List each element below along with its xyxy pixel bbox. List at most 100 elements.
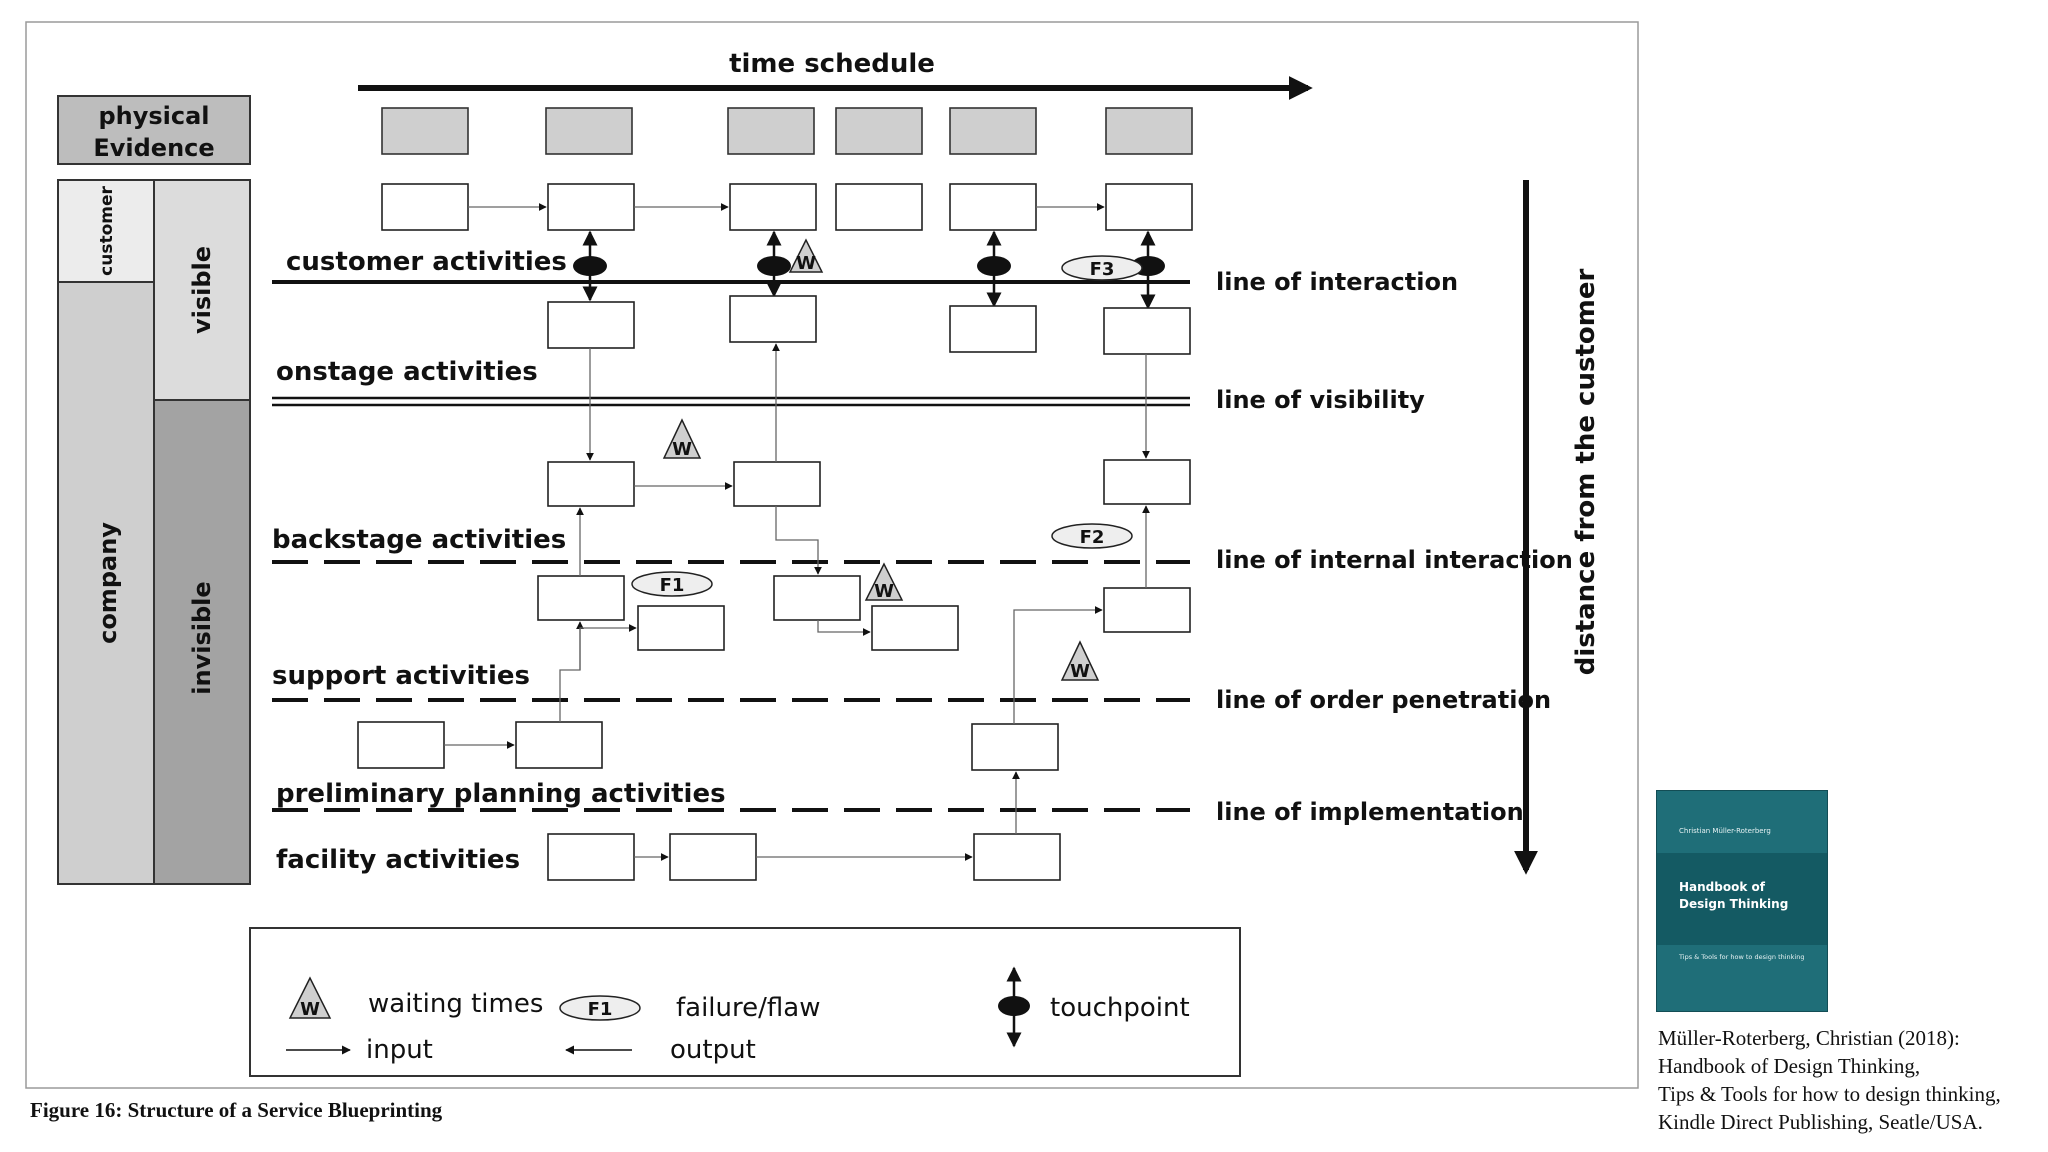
physical-evidence-box <box>57 95 251 165</box>
svg-text:W: W <box>796 253 816 274</box>
physical-evidence-label-1: physical <box>98 102 209 130</box>
distance-label: distance from the customer <box>1571 269 1601 676</box>
svg-text:F3: F3 <box>1090 259 1115 280</box>
line-of-interaction-label: line of interaction <box>1216 268 1458 296</box>
book-title: Handbook of Design Thinking <box>1679 879 1819 913</box>
waiting-time-marker: W <box>662 418 702 460</box>
evidence-box <box>949 107 1037 155</box>
svg-text:F2: F2 <box>1080 527 1105 548</box>
support-activity-box <box>1103 587 1191 633</box>
evidence-box <box>1105 107 1193 155</box>
customer-activity-box <box>835 183 923 231</box>
customer-activity-box <box>949 183 1037 231</box>
flow-arrow <box>817 620 871 636</box>
onstage-activities-label: onstage activities <box>276 357 538 387</box>
customer-activities-label: customer activities <box>286 247 567 277</box>
svg-text:W: W <box>300 999 320 1020</box>
touchpoint <box>573 230 607 302</box>
support-activity-box <box>871 605 959 651</box>
touchpoint <box>757 230 791 298</box>
physical-evidence-label-2: Evidence <box>93 134 214 162</box>
waiting-time-marker: W <box>864 562 904 602</box>
reference-line: Tips & Tools for how to design thinking, <box>1658 1082 2001 1106</box>
preliminary-activities-label: preliminary planning activities <box>276 779 726 809</box>
backstage-activities-label: backstage activities <box>272 525 566 555</box>
evidence-box <box>727 107 815 155</box>
evidence-box <box>835 107 923 155</box>
legend-waiting-icon: W <box>288 976 332 1020</box>
flow-arrow <box>775 506 822 575</box>
svg-text:W: W <box>672 439 692 460</box>
evidence-box <box>545 107 633 155</box>
onstage-activity-box <box>949 305 1037 353</box>
backstage-activity-box <box>1103 459 1191 505</box>
book-subtitle: Tips & Tools for how to design thinking <box>1679 953 1805 961</box>
planning-activity-box <box>515 721 603 769</box>
svg-text:W: W <box>1070 661 1090 682</box>
facility-activities-label: facility activities <box>276 845 520 875</box>
invisible-side-label: invisible <box>188 581 216 694</box>
onstage-activity-box <box>729 295 817 343</box>
evidence-box <box>381 107 469 155</box>
legend-input-label: input <box>366 1035 433 1065</box>
flow-arrow <box>1013 606 1103 724</box>
onstage-activity-box <box>1103 307 1191 355</box>
facility-activity-box <box>669 833 757 881</box>
failure-marker: F1 <box>631 571 713 597</box>
flow-arrow <box>579 624 637 670</box>
legend-touchpoint-label: touchpoint <box>1050 993 1190 1023</box>
invisible-panel <box>153 399 251 885</box>
waiting-time-marker: W <box>1060 640 1100 682</box>
backstage-activity-box <box>733 461 821 507</box>
customer-side-label: customer <box>97 186 117 276</box>
planning-activity-box <box>971 723 1059 771</box>
facility-activity-box <box>547 833 635 881</box>
book-cover-band <box>1657 853 1827 945</box>
customer-activity-box <box>547 183 635 231</box>
line-of-order-penetration-label: line of order penetration <box>1216 686 1551 714</box>
support-activities-label: support activities <box>272 661 530 691</box>
line-of-internal-interaction-label: line of internal interaction <box>1216 546 1573 574</box>
visible-panel <box>153 179 251 401</box>
legend-touchpoint-icon <box>998 966 1030 1048</box>
figure-caption: Figure 16: Structure of a Service Bluepr… <box>30 1098 443 1122</box>
customer-panel <box>57 179 155 283</box>
legend-failure-icon: F1 <box>559 995 641 1021</box>
backstage-activity-box <box>547 461 635 507</box>
legend-box <box>249 927 1241 1077</box>
svg-text:F1: F1 <box>660 575 685 596</box>
time-schedule-label: time schedule <box>729 49 935 79</box>
legend-output-label: output <box>670 1035 756 1065</box>
diagram-frame <box>25 21 1639 1089</box>
svg-text:W: W <box>874 581 894 602</box>
book-title-line: Design Thinking <box>1679 897 1789 911</box>
book-title-line: Handbook of <box>1679 880 1765 894</box>
line-of-visibility-label: line of visibility <box>1216 386 1425 414</box>
failure-marker: F3 <box>1061 255 1143 281</box>
reference-line: Müller-Roterberg, Christian (2018): <box>1658 1026 1960 1050</box>
line-of-implementation-label: line of implementation <box>1216 798 1524 826</box>
waiting-time-marker: W <box>788 238 824 274</box>
svg-text:F1: F1 <box>588 999 613 1020</box>
visible-side-label: visible <box>188 246 216 334</box>
company-panel <box>57 281 155 885</box>
reference-text: Müller-Roterberg, Christian (2018): Hand… <box>1658 1024 2048 1136</box>
book-author: Christian Müller-Roterberg <box>1679 827 1771 835</box>
legend-failure-label: failure/flaw <box>676 993 820 1023</box>
facility-activity-box <box>973 833 1061 881</box>
company-side-label: company <box>94 522 122 644</box>
support-activity-box <box>637 605 725 651</box>
legend-waiting-label: waiting times <box>368 989 543 1019</box>
touchpoint <box>977 230 1011 308</box>
customer-activity-box <box>381 183 469 231</box>
reference-line: Kindle Direct Publishing, Seatle/USA. <box>1658 1110 1983 1134</box>
customer-activity-box <box>729 183 817 231</box>
onstage-activity-box <box>547 301 635 349</box>
support-activity-box <box>773 575 861 621</box>
planning-activity-box <box>357 721 445 769</box>
customer-activity-box <box>1105 183 1193 231</box>
failure-marker: F2 <box>1051 523 1133 549</box>
book-cover: Christian Müller-Roterberg Handbook of D… <box>1656 790 1828 1012</box>
support-activity-box <box>537 575 625 621</box>
